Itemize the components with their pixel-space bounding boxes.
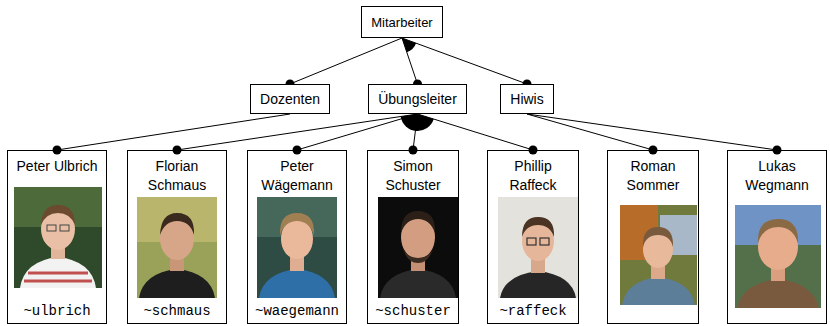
user-login: ~ulbrich	[23, 303, 90, 323]
portrait-photo	[14, 187, 102, 288]
edge-line	[527, 114, 777, 150]
feature-edge	[286, 38, 403, 89]
category-label: Mitarbeiter	[371, 15, 432, 30]
user-login: ~waegemann	[255, 303, 339, 323]
edge-line	[402, 38, 527, 84]
feature-edge	[418, 114, 538, 155]
edge-line	[297, 114, 418, 150]
person-name: Lukas Wegmann	[728, 151, 826, 195]
person-card: Lukas Wegmann	[727, 150, 827, 324]
user-login: ~schmaus	[143, 303, 210, 323]
feature-edge	[402, 38, 532, 89]
person-card: Florian Schmaus ~schmaus	[127, 150, 227, 324]
feature-edge	[173, 114, 418, 155]
or-group-arc	[401, 114, 434, 131]
person-name: Peter Ulbrich	[11, 151, 104, 176]
edge-line	[402, 38, 418, 84]
edge-line	[177, 114, 418, 150]
person-name: Peter Wägemann	[248, 151, 346, 195]
portrait-photo	[498, 197, 578, 298]
person-card: Peter Ulbrich ~ulbrich	[7, 150, 107, 324]
edge-line	[57, 114, 290, 150]
feature-edge	[527, 114, 658, 155]
category-label: Dozenten	[260, 91, 320, 107]
category-box: Hiwis	[500, 84, 554, 114]
portrait-photo	[257, 197, 337, 298]
portrait-photo	[620, 205, 697, 305]
person-card: Roman Sommer	[607, 150, 699, 324]
person-name: Florian Schmaus	[128, 151, 226, 195]
or-group-arc	[402, 38, 416, 52]
feature-edge	[53, 114, 291, 155]
person-name: Roman Sommer	[608, 151, 698, 195]
category-label: Übungsleiter	[378, 91, 457, 107]
edge-line	[527, 114, 653, 150]
person-card: Simon Schuster ~schuster	[367, 150, 459, 324]
person-name: Simon Schuster	[368, 151, 458, 195]
portrait-photo	[137, 197, 217, 298]
category-label: Hiwis	[510, 91, 543, 107]
edge-line	[290, 38, 402, 84]
category-box: Dozenten	[250, 84, 330, 114]
category-box: Übungsleiter	[368, 84, 467, 114]
portrait-photo	[735, 205, 821, 308]
category-box: Mitarbeiter	[361, 6, 443, 38]
person-card: Peter Wägemann ~waegemann	[247, 150, 347, 324]
feature-edge	[402, 38, 422, 89]
feature-edge	[293, 114, 418, 155]
portrait-photo	[378, 197, 458, 298]
user-login: ~raffeck	[499, 303, 566, 323]
feature-edge	[527, 114, 782, 155]
person-card: Phillip Raffeck ~raffeck	[487, 150, 579, 324]
edge-line	[418, 114, 534, 150]
user-login: ~schuster	[375, 303, 451, 323]
person-name: Phillip Raffeck	[488, 151, 578, 195]
